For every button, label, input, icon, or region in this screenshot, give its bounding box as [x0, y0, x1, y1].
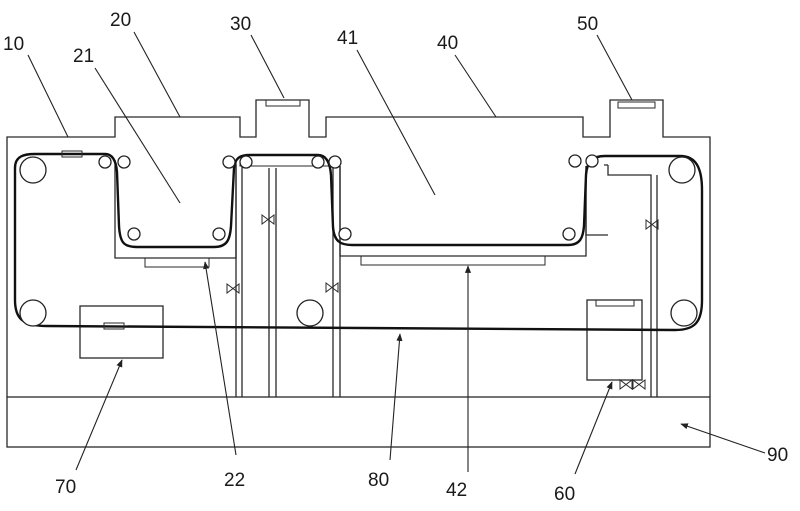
- column-mid: [332, 166, 341, 397]
- label-41: 41: [337, 28, 358, 49]
- box-60-lid: [595, 299, 635, 307]
- roller-icon: [19, 154, 698, 327]
- label-20: 20: [110, 10, 131, 31]
- label-90: 90: [767, 445, 788, 466]
- label-10: 10: [3, 34, 24, 55]
- right-walls: [585, 164, 658, 397]
- conveyor-belt: [13, 152, 704, 332]
- label-80: 80: [368, 470, 389, 491]
- housing-outline: [6, 99, 711, 397]
- label-42: 42: [446, 480, 467, 501]
- label-50: 50: [577, 14, 598, 35]
- heater-42: [360, 255, 546, 266]
- label-21: 21: [73, 46, 94, 67]
- belt-clip: [61, 150, 83, 158]
- label-60: 60: [554, 484, 575, 505]
- belt-clip: [103, 322, 125, 330]
- label-22: 22: [224, 470, 245, 491]
- label-30: 30: [230, 14, 251, 35]
- valve-icon: [226, 214, 659, 390]
- box-70: [79, 305, 164, 359]
- vent-50: [617, 101, 656, 109]
- tank-41: [339, 166, 587, 257]
- box-60: [586, 299, 643, 381]
- column-left: [235, 165, 277, 397]
- heater-22: [144, 257, 210, 268]
- leader-lines: [27, 31, 766, 475]
- vent-30: [265, 99, 301, 107]
- label-70: 70: [55, 477, 76, 498]
- tank-21: [114, 160, 237, 259]
- label-40: 40: [437, 33, 458, 54]
- base-plate: [6, 396, 711, 448]
